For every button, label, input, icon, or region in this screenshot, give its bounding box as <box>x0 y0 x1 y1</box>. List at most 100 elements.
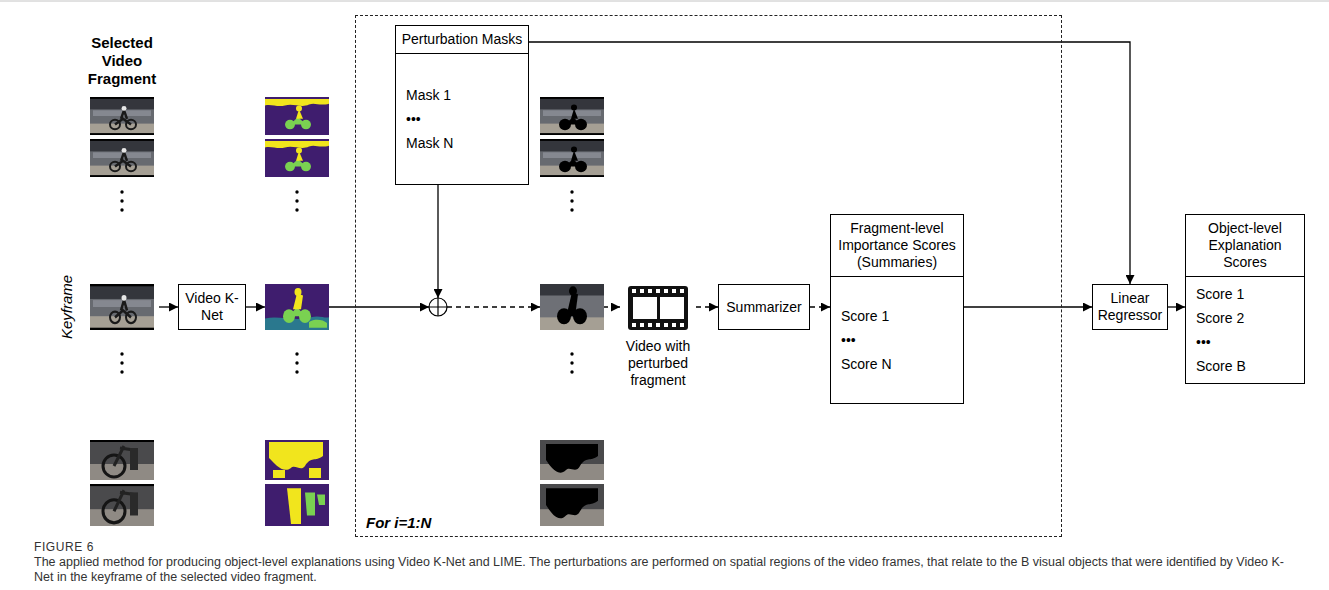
segmentation-frame <box>265 284 329 330</box>
figure-caption: The applied method for producing object-… <box>34 555 1296 585</box>
film-icon <box>664 289 668 293</box>
score-list-box: Object-level Explanation ScoresScore 1Sc… <box>1185 214 1305 384</box>
combine-symbol <box>429 298 447 316</box>
video-frame <box>90 440 154 480</box>
node-text: Linear Regressor <box>1097 290 1163 324</box>
top-rule <box>0 1 1329 2</box>
node-text: For i=1:N <box>366 514 431 531</box>
combine-symbol <box>429 298 447 316</box>
video-frame <box>90 284 154 330</box>
film-icon <box>640 323 644 327</box>
flow-arrow <box>964 306 1092 307</box>
perturbed-frame <box>540 284 604 330</box>
box-body: Score 1•••Score N <box>831 277 963 403</box>
box-body: Mask 1•••Mask N <box>396 54 528 184</box>
box-body: Score 1Score 2•••Score B <box>1186 277 1304 383</box>
ellipsis-dots <box>295 190 298 193</box>
keyframe-label: Keyframe <box>58 275 75 339</box>
process-box: Linear Regressor <box>1092 284 1168 330</box>
node-text: Selected Video Fragment <box>85 34 159 88</box>
ellipsis-dots <box>570 361 573 364</box>
perturbed-frame <box>540 484 604 526</box>
ellipsis-dots <box>120 370 123 373</box>
ellipsis-dots <box>570 352 573 355</box>
film-icon <box>672 323 676 327</box>
node-text: Video with perturbed fragment <box>620 338 696 389</box>
film-icon <box>656 323 660 327</box>
loop-region: Perturbation MasksMask 1•••Mask NVideo w… <box>355 15 1062 537</box>
segmentation-frame <box>265 97 329 135</box>
list-item: Score N <box>831 352 963 376</box>
perturbed-frame <box>540 139 604 177</box>
ellipsis-dots <box>120 190 573 373</box>
figure-number: FIGURE 6 <box>34 540 94 554</box>
video-frame <box>90 484 154 526</box>
node-text: Video K-Net <box>183 290 241 324</box>
perturbed-frame <box>540 97 604 135</box>
combine-symbol <box>429 298 447 316</box>
flow-arrow <box>696 306 718 307</box>
video-node: Video with perturbed fragment <box>620 284 696 392</box>
ellipsis-dots <box>295 370 298 373</box>
box-heading: Object-level Explanation Scores <box>1186 215 1304 277</box>
film-icon <box>680 289 684 293</box>
segmentation-frame <box>265 139 329 177</box>
ellipsis-dots <box>120 190 123 193</box>
film-icon <box>628 286 688 330</box>
perturbed-frame <box>540 440 604 480</box>
film-icon <box>660 297 684 319</box>
film-icon <box>672 289 676 293</box>
ellipsis-dots <box>120 361 123 364</box>
flow-arrow <box>159 306 178 307</box>
segmentation-frame <box>265 97 329 526</box>
ellipsis-dots <box>570 208 573 211</box>
list-item: Score 1 <box>1186 282 1304 306</box>
perturbed-frame <box>540 97 604 526</box>
film-icon <box>648 323 652 327</box>
list-item: Score B <box>1186 354 1304 378</box>
segmentation-frame <box>265 440 329 480</box>
flow-arrow <box>246 306 265 307</box>
ellipsis-dots <box>570 370 573 373</box>
ellipsis-dots <box>570 199 573 202</box>
box-heading: Fragment-level Importance Scores (Summar… <box>831 215 963 277</box>
list-item: ••• <box>831 328 963 352</box>
list-item: Mask N <box>396 131 528 155</box>
flow-arrow <box>437 185 438 298</box>
list-item: Score 2 <box>1186 306 1304 330</box>
list-item: ••• <box>396 107 528 131</box>
ellipsis-dots <box>295 199 298 202</box>
video-frame <box>90 139 154 177</box>
flow-arrow <box>810 306 830 307</box>
list-item: Mask 1 <box>396 83 528 107</box>
film-icon <box>633 297 657 319</box>
fragment-column: Selected Video Fragment <box>85 34 159 536</box>
ellipsis-dots <box>570 190 573 193</box>
ellipsis-dots <box>295 208 298 211</box>
flow-arrow <box>246 185 620 307</box>
film-icon <box>632 323 636 327</box>
ellipsis-dots <box>295 352 298 355</box>
box-heading: Perturbation Masks <box>396 26 528 54</box>
flow-arrow <box>447 306 540 307</box>
video-frame <box>90 97 154 526</box>
process-box: Summarizer <box>718 284 810 330</box>
film-icon <box>640 289 644 293</box>
film-icon <box>632 289 684 327</box>
segmentation-frame <box>265 484 329 526</box>
flow-arrow <box>1168 306 1185 307</box>
film-icon <box>628 286 688 330</box>
process-box: Video K-Net <box>178 284 246 330</box>
film-icon <box>656 289 660 293</box>
flow-arrow <box>604 306 620 307</box>
video-frame <box>90 97 154 135</box>
film-icon <box>680 323 684 327</box>
ellipsis-dots <box>120 199 123 202</box>
film-icon <box>664 323 668 327</box>
score-list-box: Fragment-level Importance Scores (Summar… <box>830 214 964 404</box>
list-item: ••• <box>1186 330 1304 354</box>
ellipsis-dots <box>295 361 298 364</box>
ellipsis-dots <box>120 352 123 355</box>
film-icon <box>632 289 636 293</box>
